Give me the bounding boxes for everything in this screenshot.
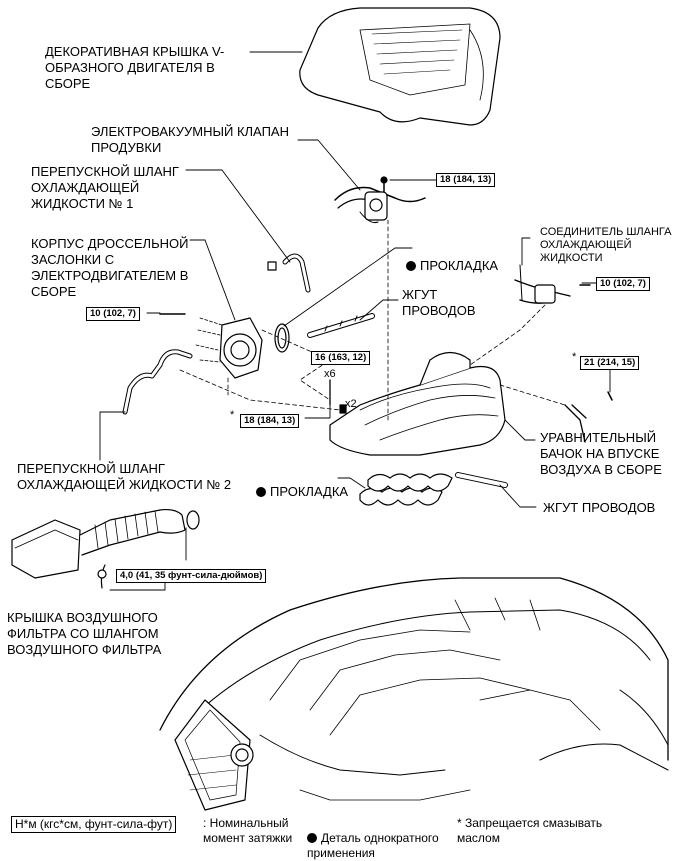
torque-vsv: 18 (184, 13) <box>436 173 496 187</box>
label-intake-plenum: УРАВНИТЕЛЬНЫЙ БАЧОК НА ВПУСКЕ ВОЗДУХА В … <box>540 430 662 477</box>
label-hose-connector: СОЕДИНИТЕЛЬ ШЛАНГА ОХЛАЖДАЮЩЕЙ ЖИДКОСТИ <box>540 226 672 264</box>
intake-plenum <box>329 351 506 456</box>
throttle-body <box>159 313 263 379</box>
air-filter-assembly <box>11 508 200 589</box>
torque-plenum-left: 18 (184, 13) <box>240 414 300 428</box>
bypass-hose-1 <box>267 253 311 293</box>
label-bypass-hose-2: ПЕРЕПУСКНОЙ ШЛАНГ ОХЛАЖДАЮЩЕЙ ЖИДКОСТИ №… <box>17 461 232 492</box>
vehicle-engine-bay <box>159 577 669 811</box>
label-gasket-bottom: ПРОКЛАДКА <box>256 468 348 500</box>
non-reusable-icon <box>406 261 416 271</box>
throttle-gasket <box>274 323 290 353</box>
torque-throttle: 10 (102, 7) <box>86 307 140 321</box>
bolt-count-x6: x6 <box>324 368 336 380</box>
label-engine-cover: ДЕКОРАТИВНАЯ КРЫШКА V- ОБРАЗНОГО ДВИГАТЕ… <box>45 44 225 91</box>
hose-connector <box>514 264 591 304</box>
engine-cover <box>299 7 501 126</box>
torque-plenum-right: 21 (214, 15) <box>580 356 640 370</box>
label-air-filter: КРЫШКА ВОЗДУШНОГО ФИЛЬТРА СО ШЛАНГОМ ВОЗ… <box>7 610 162 657</box>
torque-hose-connector: 10 (102, 7) <box>596 277 650 291</box>
torque-air-filter: 4,0 (41, 35 фунт-сила-дюймов) <box>116 569 267 583</box>
leader-lines <box>99 51 611 591</box>
no-oil-star-right: * <box>572 351 577 363</box>
dashed-guides <box>179 219 566 421</box>
manifold-gaskets <box>359 473 453 506</box>
legend-torque-unit-text: : Номинальный момент затяжки <box>203 816 293 845</box>
label-wire-harness-top: ЖГУТ ПРОВОДОВ <box>402 287 476 318</box>
label-vsv: ЭЛЕКТРОВАКУУМНЫЙ КЛАПАН ПРОДУВКИ <box>91 124 289 155</box>
bolt-count-x2: x2 <box>345 398 357 410</box>
torque-plenum-center: 16 (163, 12) <box>311 351 371 365</box>
legend-torque-unit-box: Н*м (кгс*см, фунт-сила-фут) <box>11 816 177 833</box>
non-reusable-icon <box>256 487 266 497</box>
label-wire-harness-bottom: ЖГУТ ПРОВОДОВ <box>543 500 656 515</box>
label-bypass-hose-1: ПЕРЕПУСКНОЙ ШЛАНГ ОХЛАЖДАЮЩЕЙ ЖИДКОСТИ №… <box>31 164 179 211</box>
wire-harness-bottom <box>455 472 508 488</box>
legend-non-reusable-text: Деталь однократного применения <box>307 831 439 860</box>
wire-harness-top <box>307 313 375 338</box>
legend-non-reusable: Деталь однократного применения <box>307 816 439 861</box>
non-reusable-icon <box>307 833 317 843</box>
no-oil-star-left: * <box>230 409 235 421</box>
label-throttle-body: КОРПУС ДРОССЕЛЬНОЙ ЗАСЛОНКИ С ЭЛЕКТРОДВИ… <box>31 236 189 299</box>
vsv-valve <box>334 176 426 223</box>
label-gasket-top-text: ПРОКЛАДКА <box>420 258 499 273</box>
label-gasket-bottom-text: ПРОКЛАДКА <box>270 484 349 499</box>
bypass-hose-2 <box>122 349 193 415</box>
bracket-right <box>564 391 613 443</box>
label-gasket-top: ПРОКЛАДКА <box>406 242 498 274</box>
legend-no-oil: * Запрещается смазывать маслом <box>457 816 603 845</box>
